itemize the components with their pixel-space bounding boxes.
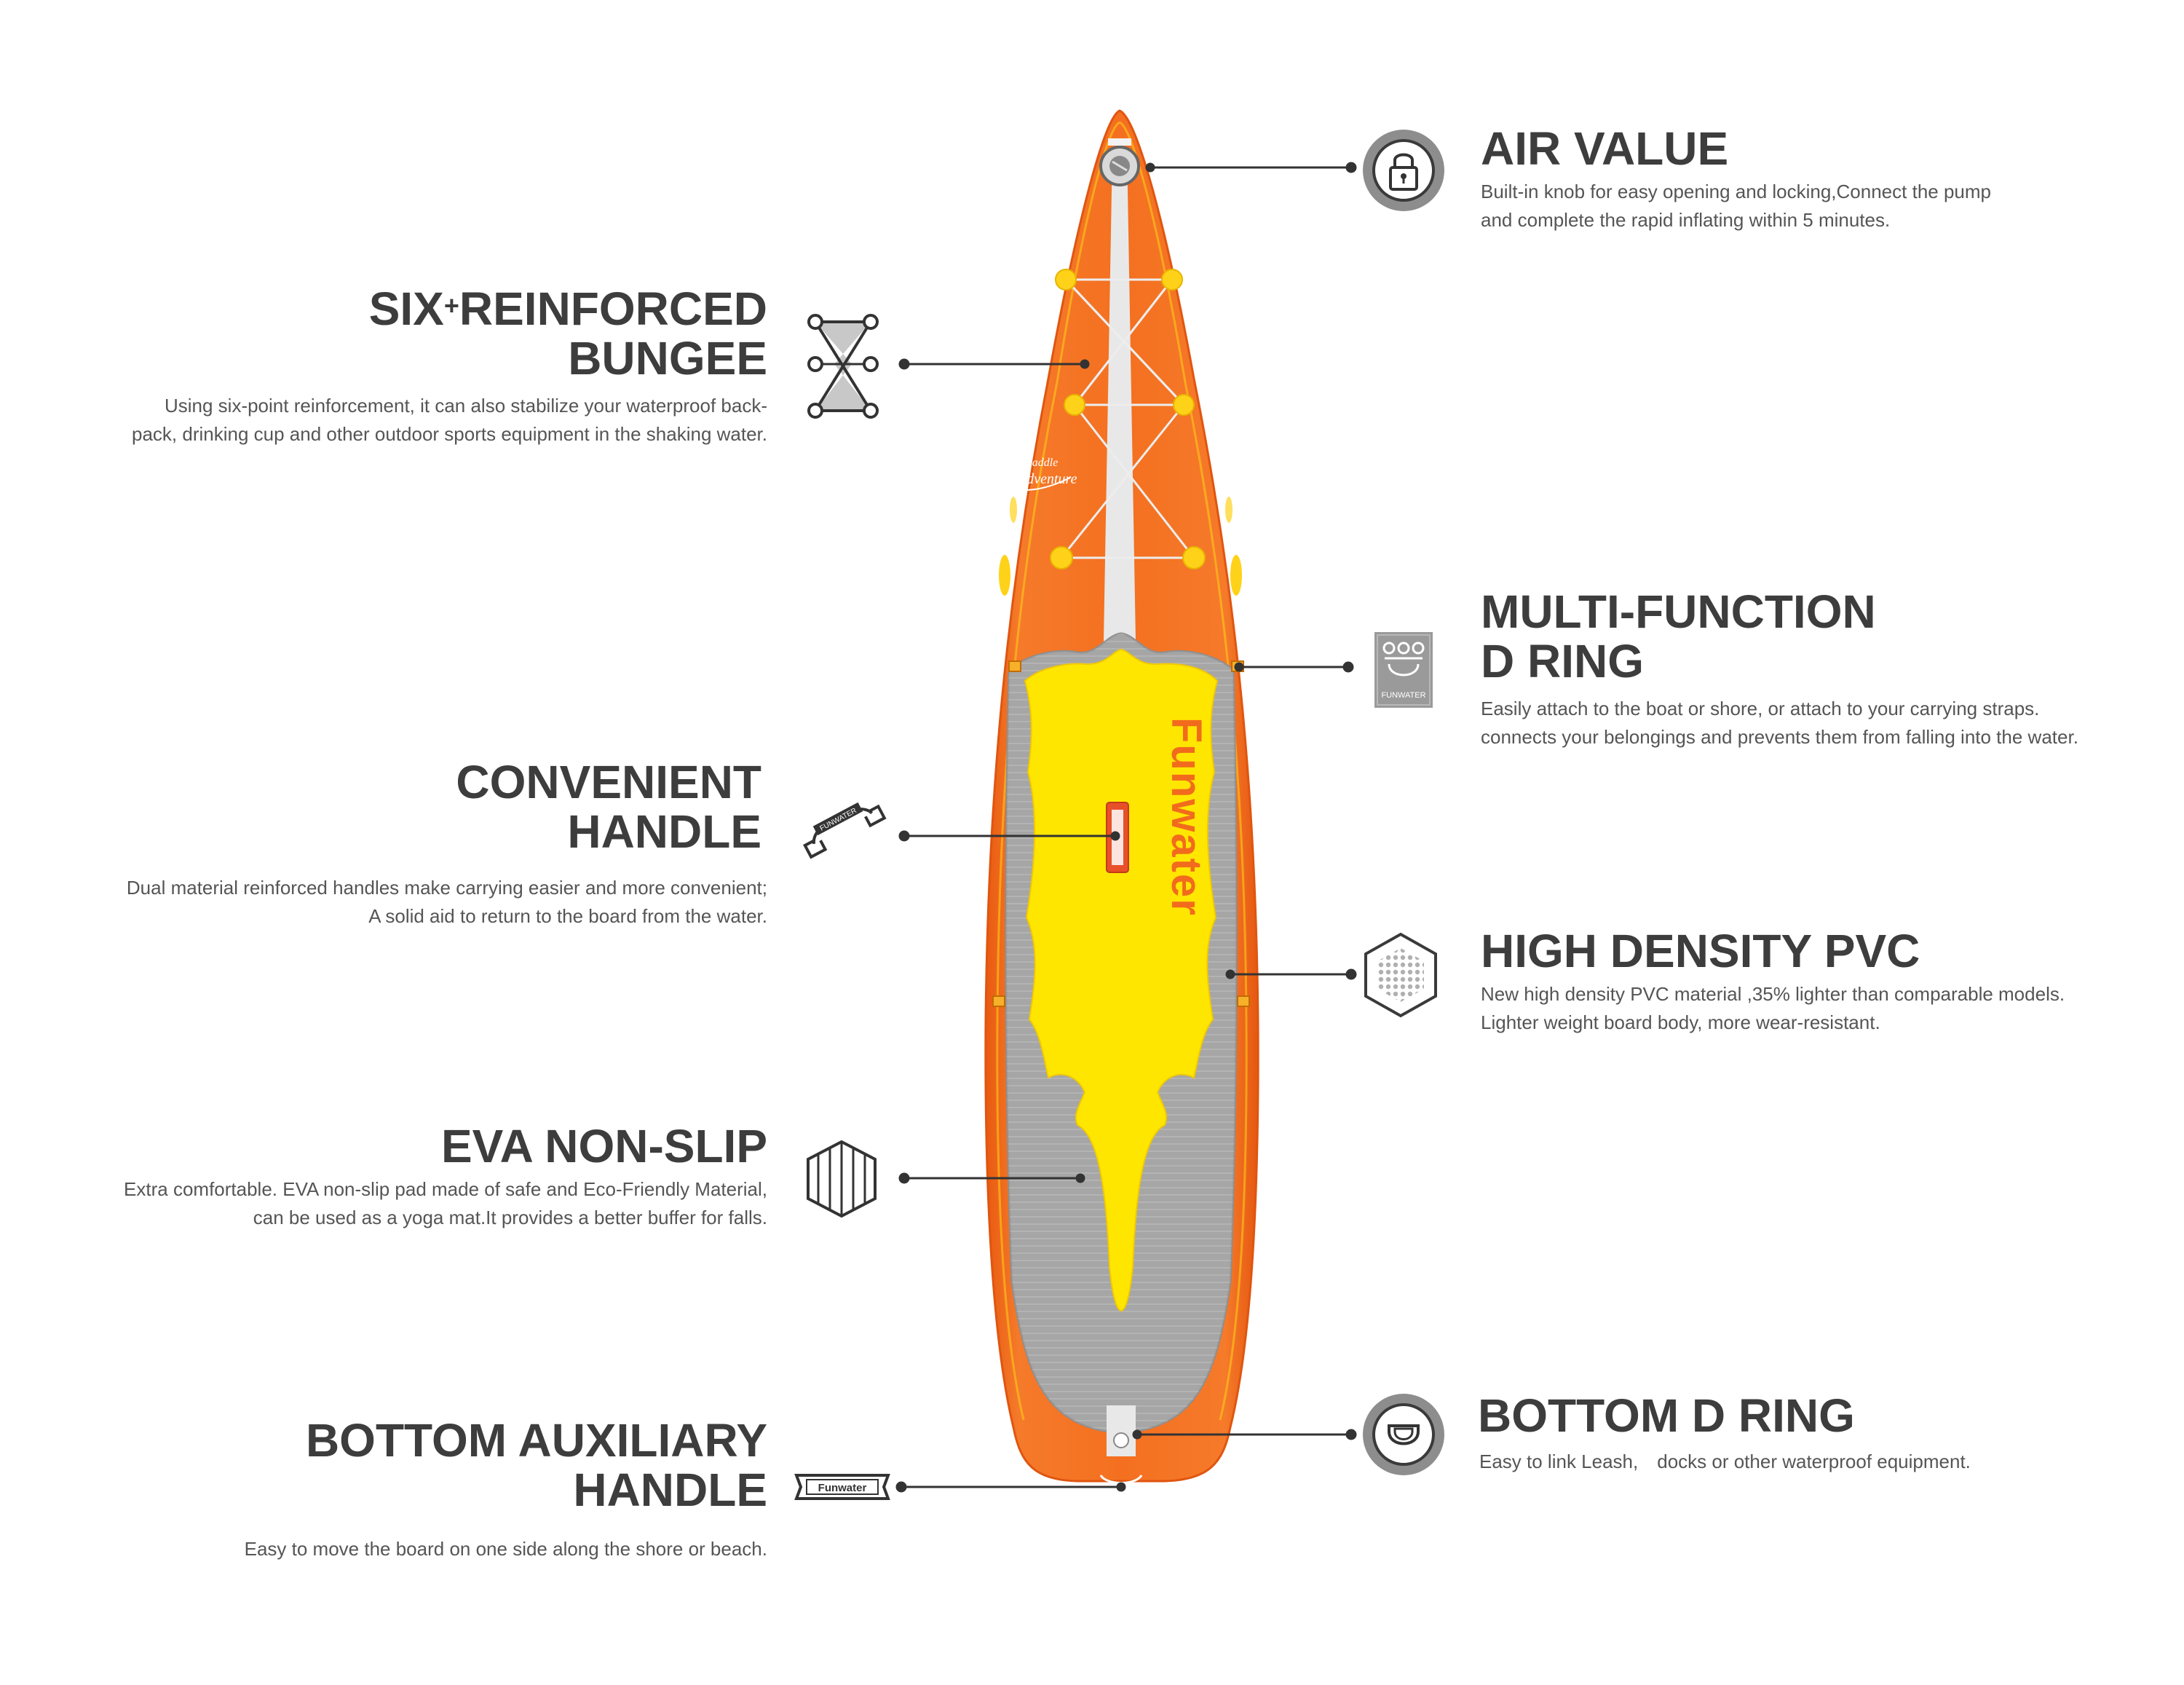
bottom-d-ring-desc: Easy to link Leash, docks or other water… <box>1479 1451 1971 1472</box>
d-ring-icon: FUNWATER <box>1374 632 1433 708</box>
bungee-title: SIX+REINFORCED BUNGEE <box>368 283 767 384</box>
handle-desc: Dual material reinforced handles make ca… <box>126 877 767 927</box>
brand-logo: Funwater <box>1163 717 1210 917</box>
eva-desc: Extra comfortable. EVA non-slip pad made… <box>124 1178 767 1228</box>
bottom-d-ring-icon <box>1363 1394 1444 1475</box>
bungee-icon <box>807 314 879 419</box>
handle-icon: FUNWATER <box>803 802 887 859</box>
d-ring-desc: Easily attach to the boat or shore, or a… <box>1481 698 2078 748</box>
bungee-desc: Using six-point reinforcement, it can al… <box>132 395 767 445</box>
eva-title: EVA NON-SLIP <box>440 1120 767 1172</box>
center-stripe <box>1104 149 1136 641</box>
handle-title: CONVENIENT HANDLE <box>456 756 761 858</box>
bottom-handle-icon: Funwater <box>794 1474 890 1500</box>
d-ring-title: MULTI-FUNCTION D RING <box>1481 585 1876 687</box>
bottom-d-ring-title: BOTTOM D RING <box>1478 1389 1855 1442</box>
svg-text:Funwater: Funwater <box>818 1482 867 1494</box>
pvc-title: HIGH DENSITY PVC <box>1481 925 1920 977</box>
svg-text:Paddle: Paddle <box>1024 457 1058 469</box>
hexagon-icon <box>1364 932 1437 1018</box>
pvc-desc: New high density PVC material ,35% light… <box>1481 983 2065 1033</box>
bottom-handle-desc: Easy to move the board on one side along… <box>244 1538 767 1560</box>
bungee-d-points <box>1050 269 1206 569</box>
bottom-handle-title: BOTTOM AUXILIARY HANDLE <box>305 1414 767 1516</box>
eva-pad-icon <box>807 1140 877 1218</box>
air-value-desc: Built-in knob for easy opening and locki… <box>1481 181 1991 231</box>
svg-text:FUNWATER: FUNWATER <box>1381 691 1425 700</box>
lock-icon <box>1363 130 1444 211</box>
paddle-adventure-logo: Paddle Adventure <box>1016 457 1077 487</box>
svg-text:Adventure: Adventure <box>1016 471 1077 487</box>
yellow-pad <box>1024 648 1219 1312</box>
air-value-title: AIR VALUE <box>1481 122 1729 175</box>
tail-d-ring <box>1113 1432 1129 1448</box>
